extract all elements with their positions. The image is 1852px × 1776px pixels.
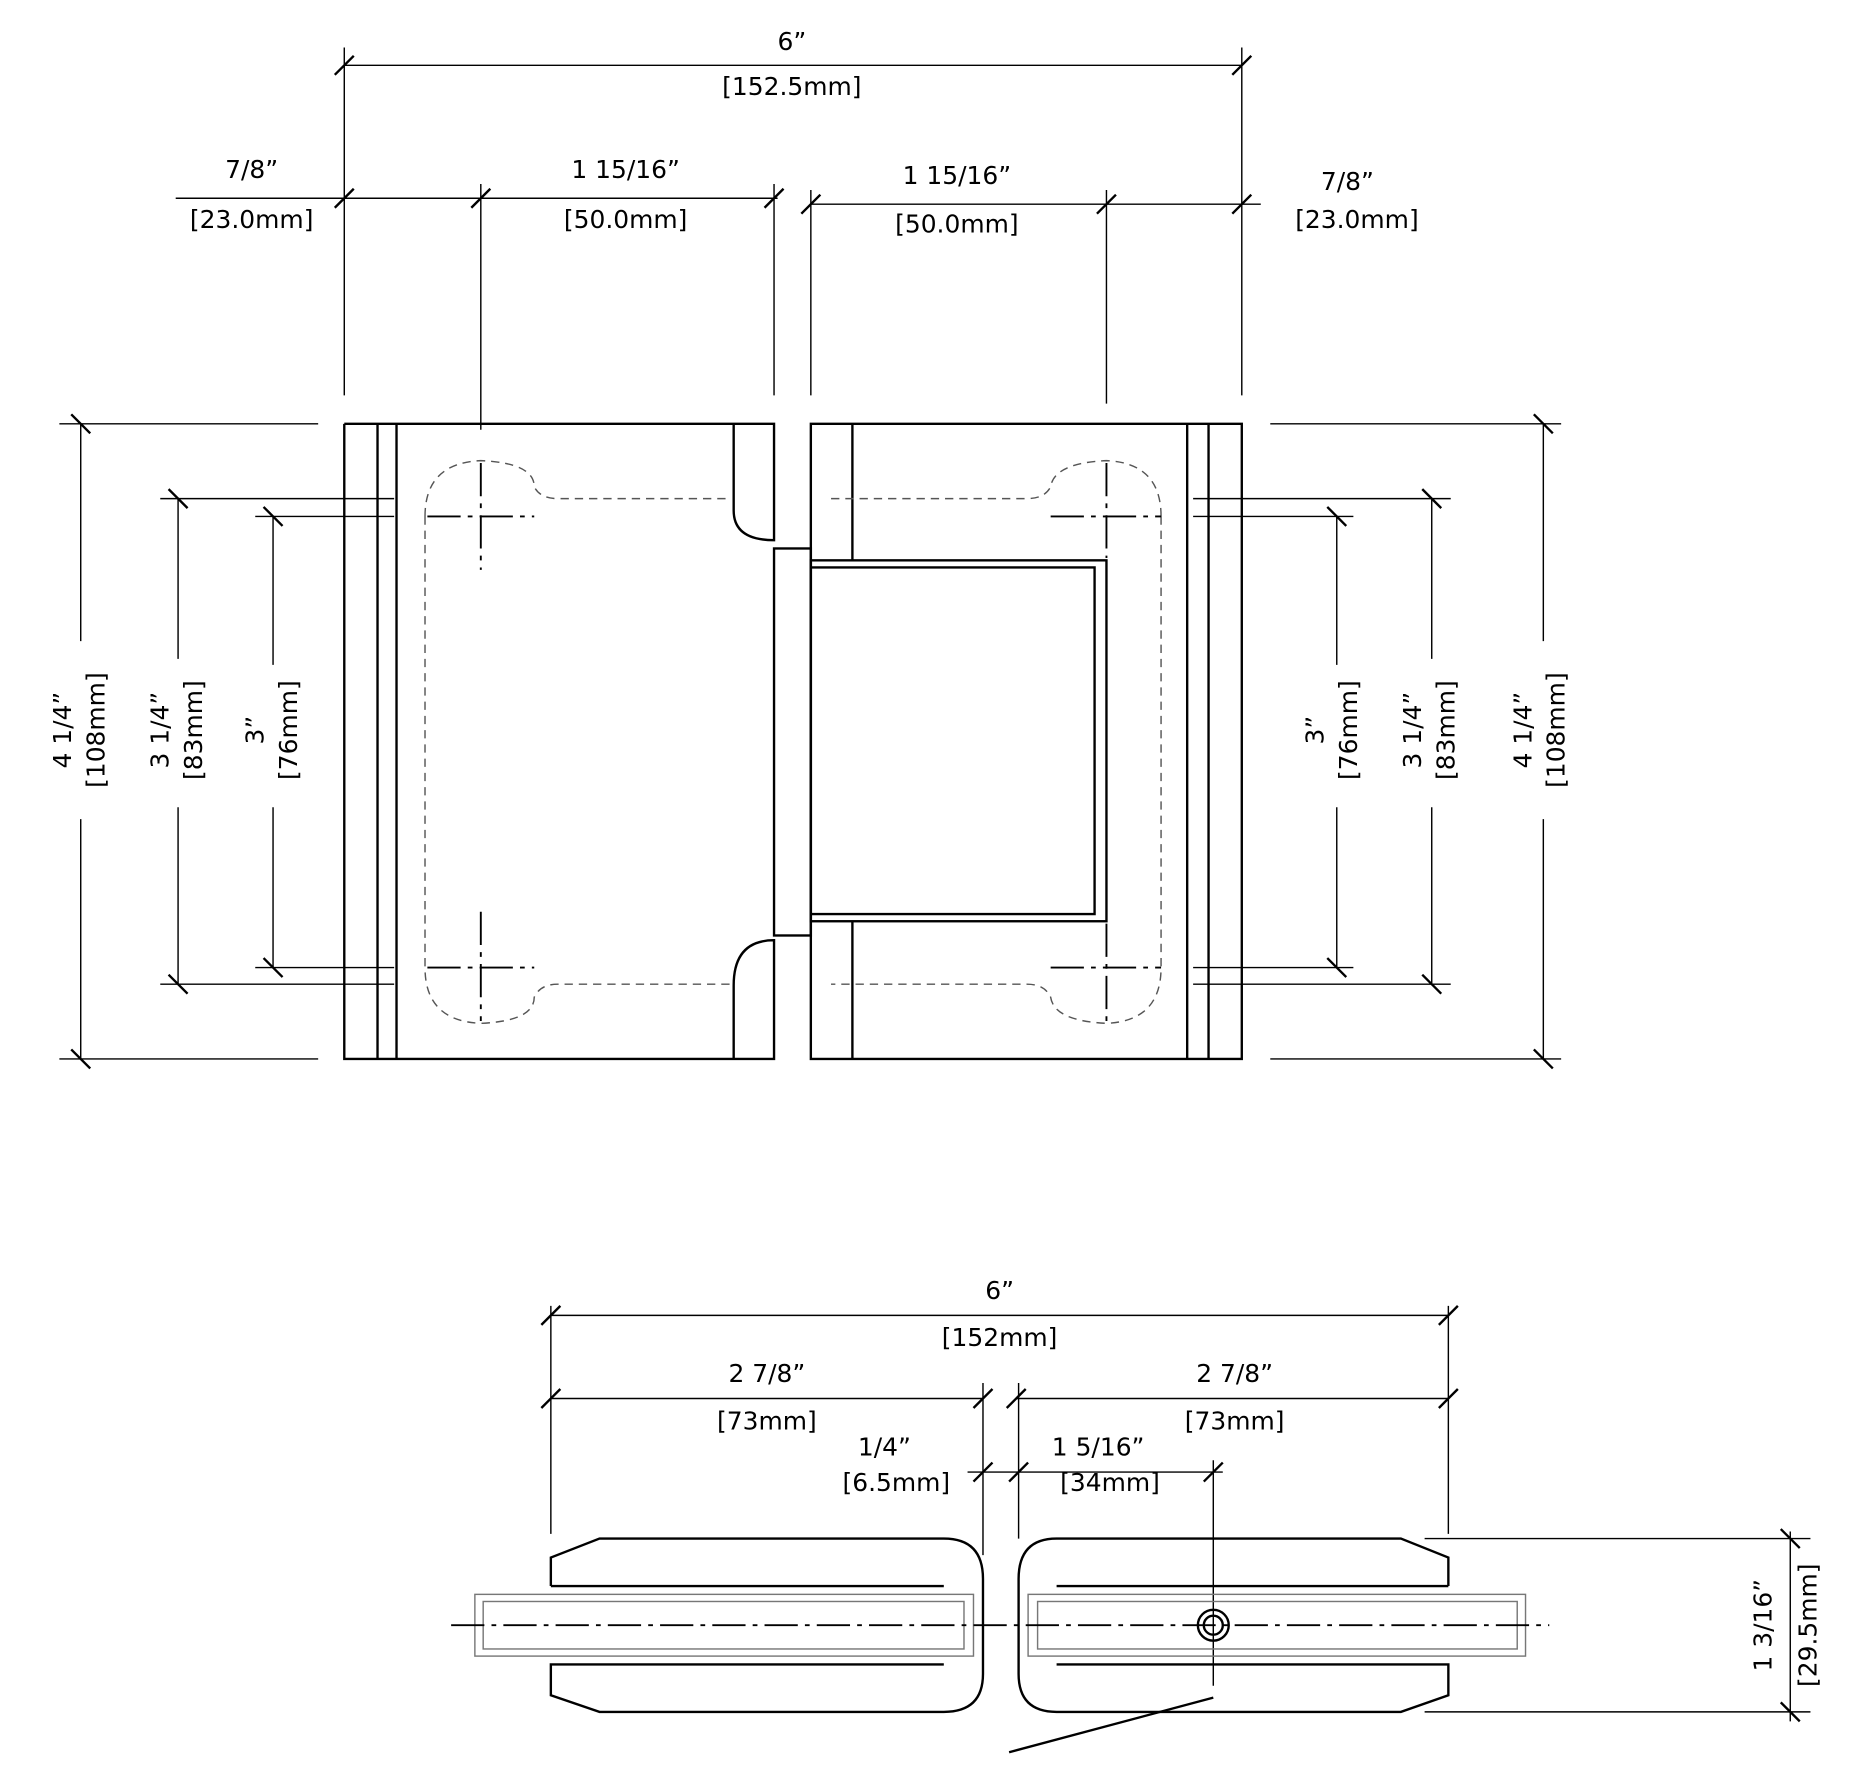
thickness-mm: [29.5mm] [1793, 1563, 1822, 1686]
side-dimension-lines [540, 1305, 1811, 1723]
height-right-mm: [108mm] [1542, 672, 1571, 788]
side-overall-in: 6” [985, 1276, 1014, 1305]
right-leaf-in: 2 7/8” [1196, 1359, 1273, 1388]
left-leaf-outline [343, 422, 776, 1061]
dimension-lines [59, 47, 1562, 1070]
overall-width-mm: [152.5mm] [722, 72, 861, 101]
swing-line [1008, 1696, 1214, 1754]
right-leaf-outline [809, 422, 1243, 1061]
left-leaf-mm: [73mm] [717, 1406, 817, 1435]
inner-holes-right-mm: [76mm] [1334, 680, 1363, 780]
height-left-in: 4 1/4” [48, 692, 77, 769]
right-hole-in: 1 15/16” [903, 161, 1012, 190]
hinge-pivot-body [772, 547, 1108, 937]
pivot-offset-in: 1 5/16” [1052, 1432, 1145, 1461]
outer-holes-left-mm: [83mm] [179, 680, 208, 780]
outer-holes-right-in: 3 1/4” [1398, 692, 1427, 769]
pivot-screw-icon [1196, 1608, 1230, 1642]
left-leaf-in: 2 7/8” [729, 1359, 806, 1388]
gap-mm: [6.5mm] [842, 1468, 950, 1497]
pivot-offset-mm: [34mm] [1060, 1468, 1160, 1497]
right-edge-in: 7/8” [1321, 167, 1374, 196]
gap-in: 1/4” [858, 1432, 911, 1461]
right-hole-mm: [50.0mm] [895, 210, 1019, 239]
left-edge-in: 7/8” [225, 155, 278, 184]
left-edge-mm: [23.0mm] [190, 205, 314, 234]
side-dimension-labels: 6” [152mm] 2 7/8” [73mm] 2 7/8” [73mm] 1… [717, 1276, 1822, 1687]
inner-holes-left-mm: [76mm] [274, 680, 303, 780]
thickness-in: 1 3/16” [1748, 1579, 1777, 1672]
right-edge-mm: [23.0mm] [1295, 205, 1419, 234]
outer-holes-left-in: 3 1/4” [146, 692, 175, 769]
side-view: 6” [152mm] 2 7/8” [73mm] 2 7/8” [73mm] 1… [451, 1276, 1822, 1754]
top-view: 6” [152.5mm] 7/8” [23.0mm] 1 15/16” [50.… [48, 27, 1571, 1070]
side-overall-mm: [152mm] [942, 1323, 1058, 1352]
overall-width-in: 6” [777, 27, 806, 56]
left-hole-mm: [50.0mm] [564, 205, 688, 234]
inner-holes-right-in: 3” [1301, 716, 1330, 745]
dimension-labels: 6” [152.5mm] 7/8” [23.0mm] 1 15/16” [50.… [48, 27, 1570, 788]
inner-holes-left-in: 3” [241, 716, 270, 745]
outer-holes-right-mm: [83mm] [1431, 680, 1460, 780]
left-hole-in: 1 15/16” [571, 155, 680, 184]
height-left-mm: [108mm] [81, 672, 110, 788]
right-leaf-mm: [73mm] [1185, 1406, 1285, 1435]
height-right-in: 4 1/4” [1508, 692, 1537, 769]
